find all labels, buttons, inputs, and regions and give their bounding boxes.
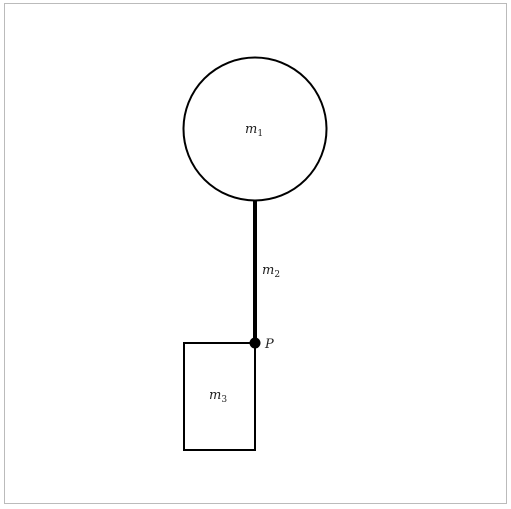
label-p: P [264, 337, 274, 352]
label-m1: m1 [245, 122, 263, 139]
figure-frame [4, 3, 507, 504]
box-m3 [183, 342, 256, 451]
point-p-dot [249, 337, 261, 349]
label-m2: m2 [262, 263, 280, 280]
label-m3: m3 [209, 388, 227, 405]
